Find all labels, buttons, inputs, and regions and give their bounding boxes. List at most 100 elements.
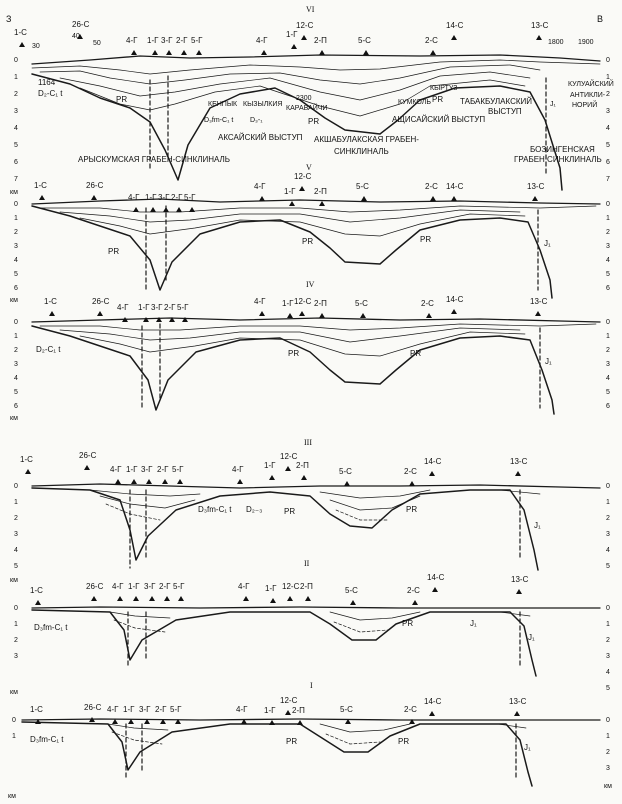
- depth-tick-label: 2: [606, 515, 610, 522]
- well-triangle-icon: [25, 469, 31, 474]
- well-triangle-icon: [175, 719, 181, 724]
- well-label: 5-Г: [184, 193, 196, 202]
- well-label: 2-П: [292, 706, 305, 715]
- well-triangle-icon: [146, 479, 152, 484]
- geo-label: КЕНПЫК: [208, 101, 238, 108]
- well-triangle-icon: [117, 596, 123, 601]
- basement-boundary-line: [31, 609, 537, 677]
- well-triangle-icon: [363, 50, 369, 55]
- geo-label: PR: [108, 247, 119, 256]
- ground-surface-line: [21, 718, 601, 721]
- well-triangle-icon: [19, 42, 25, 47]
- well-triangle-icon: [77, 34, 83, 39]
- well-label: 13-С: [511, 575, 529, 584]
- well-label: 1-Г: [145, 193, 157, 202]
- well-label: 1-Г: [147, 36, 159, 45]
- section-ii: II 1-С 26-С 4-Г 1-Г 3-Г 2-Г 5-Г 4-Г 1-Г …: [10, 559, 610, 696]
- geo-label: PR: [308, 117, 319, 126]
- depth-tick-label: 1: [606, 333, 610, 340]
- well-label: 2-Г: [157, 465, 169, 474]
- geo-label: D₃fm-C₁ t: [30, 735, 64, 744]
- well-triangle-icon: [84, 465, 90, 470]
- well-triangle-icon: [287, 596, 293, 601]
- well-label: 4-Г: [256, 36, 268, 45]
- depth-axis-left: 0 1 2 3 км: [10, 605, 18, 696]
- well-triangle-icon: [429, 711, 435, 716]
- well-label: 14-С: [446, 21, 464, 30]
- well-label: 4-Г: [117, 303, 129, 312]
- well-label: 1-Г: [264, 461, 276, 470]
- well-triangle-icon: [115, 479, 121, 484]
- geo-label: КУМКОЛЬ: [398, 99, 431, 106]
- depth-tick-label: 2: [606, 347, 610, 354]
- well-label: 1-С: [34, 181, 47, 190]
- well-triangle-icon: [160, 719, 166, 724]
- well-triangle-icon: [35, 600, 41, 605]
- well-triangle-icon: [285, 710, 291, 715]
- horizon-line: [39, 205, 597, 213]
- distance-label: 40: [72, 33, 80, 40]
- distance-label: 1800: [548, 39, 564, 46]
- well-triangle-icon: [360, 313, 366, 318]
- horizon-line: [113, 619, 389, 633]
- section-iii: III 1-С 26-С 4-Г 1-Г 3-Г 2-Г 5-Г 4-Г 1-Г…: [10, 438, 610, 584]
- well-triangle-icon: [196, 50, 202, 55]
- well-label: 2-П: [314, 36, 327, 45]
- depth-tick-label: 2: [14, 347, 18, 354]
- horizon-line: [39, 323, 597, 331]
- well-label: 3-Г: [141, 465, 153, 474]
- well-label: 3-Г: [139, 705, 151, 714]
- section-vi: VI 1-С 26-С 4-Г 1-Г 3-Г 2-Г 5-Г 4-Г 1-Г …: [10, 5, 614, 196]
- well-triangle-icon: [350, 600, 356, 605]
- geo-label: 2300: [296, 95, 312, 102]
- well-label: 14-С: [427, 573, 445, 582]
- well-triangle-icon: [178, 596, 184, 601]
- horizon-line: [79, 331, 526, 357]
- km-unit-label: км: [10, 415, 18, 422]
- depth-tick-label: 4: [606, 669, 610, 676]
- well-label: 1-Г: [286, 30, 298, 39]
- well-triangle-icon: [515, 471, 521, 476]
- well-label: 5-С: [345, 586, 358, 595]
- geo-label: АКШАБУЛАКСКАЯ ГРАБЕН-: [314, 135, 419, 144]
- depth-tick-label: 2: [606, 749, 610, 756]
- geo-label: АНТИКЛИ-: [570, 92, 606, 99]
- well-triangle-icon: [409, 719, 415, 724]
- horizon-line: [59, 327, 521, 343]
- depth-tick-label: 0: [14, 319, 18, 326]
- geo-label: КАРАВАЙЧИ: [286, 103, 327, 112]
- depth-tick-label: 3: [14, 653, 18, 660]
- well-label: 13-С: [531, 21, 549, 30]
- well-label: 4-Г: [254, 297, 266, 306]
- depth-tick-label: 2: [606, 91, 610, 98]
- geo-label: ВЫСТУП: [488, 107, 522, 116]
- depth-tick-label: 1: [14, 499, 18, 506]
- well-label: 12-С: [294, 172, 312, 181]
- depth-tick-label: 2: [14, 229, 18, 236]
- well-triangle-icon: [39, 195, 45, 200]
- depth-tick-label: 0: [12, 717, 16, 724]
- depth-axis-left: 0 1 2 3 4 5 км: [10, 483, 18, 584]
- section-roman-numeral: V: [306, 163, 312, 172]
- depth-tick-label: 2: [14, 637, 18, 644]
- well-label: 26-С: [72, 20, 90, 29]
- well-label: 5-Г: [173, 582, 185, 591]
- section-iv: IV 1-С 26-С 4-Г 1-Г 3-Г 2-Г 5-Г 4-Г 1-Г …: [10, 280, 610, 422]
- well-label: 12-С: [280, 452, 298, 461]
- well-label: 3-Г: [158, 193, 170, 202]
- well-triangle-icon: [430, 196, 436, 201]
- section-roman-numeral: VI: [306, 5, 315, 14]
- well-label: 1-Г: [138, 303, 150, 312]
- well-triangle-icon: [301, 35, 307, 40]
- section-v: V 1-С 26-С 4-Г 1-Г 3-Г 2-Г 5-Г 4-Г 1-Г 1…: [10, 163, 610, 304]
- well-label: 1-Г: [264, 706, 276, 715]
- well-label: 12-С: [282, 582, 300, 591]
- depth-tick-label: 0: [14, 57, 18, 64]
- well-triangle-icon: [409, 481, 415, 486]
- depth-tick-label: 6: [14, 285, 18, 292]
- depth-tick-label: 5: [14, 142, 18, 149]
- well-triangle-icon: [143, 317, 149, 322]
- well-label: 1-Г: [123, 705, 135, 714]
- well-triangle-icon: [430, 50, 436, 55]
